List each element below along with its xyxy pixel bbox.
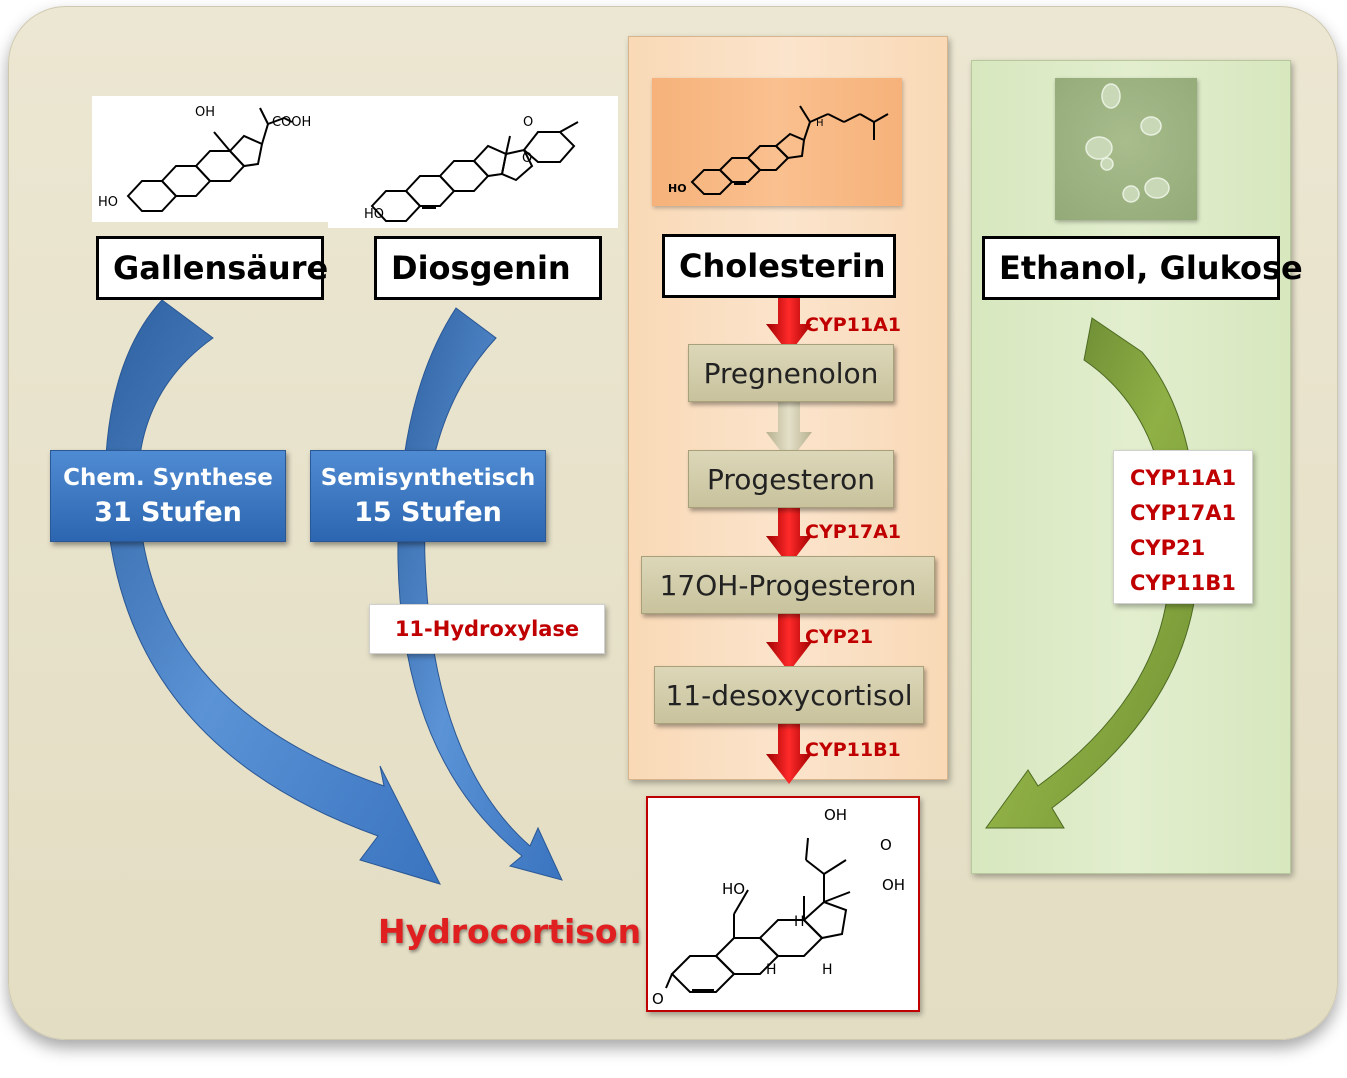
semisynthesis-box: Semisynthetisch 15 Stufen — [310, 450, 546, 542]
hc-o-keto-label: O — [880, 836, 892, 854]
chol-ho-label: HO — [668, 182, 687, 195]
hydroxylase-box: 11-Hydroxylase — [369, 604, 605, 654]
yeast-enzyme-cyp17a1: CYP17A1 — [1130, 501, 1237, 525]
hydrocortisone-structure: OH O HO OH H H H O — [646, 796, 920, 1012]
enzyme-cyp11a1: CYP11A1 — [805, 314, 901, 336]
enzyme-cyp11b1: CYP11B1 — [805, 739, 901, 761]
semisynthesis-steps: 15 Stufen — [354, 496, 502, 528]
hc-oh-17-label: OH — [882, 876, 905, 894]
yeast-enzyme-cyp21: CYP21 — [1130, 536, 1206, 560]
hc-h1-label: H — [794, 914, 805, 930]
diosgenin-label: Diosgenin — [374, 236, 602, 300]
chem-synthesis-steps: 31 Stufen — [94, 496, 242, 528]
ethanol-glucose-label: Ethanol, Glukose — [982, 236, 1303, 300]
arrow-preg-prog — [766, 402, 812, 462]
bile-oh-label: OH — [195, 105, 215, 120]
bile-acid-label: Gallensäure — [96, 236, 328, 300]
hydrocortisone-label: Hydrocortison — [378, 912, 642, 951]
bile-cooh-label: COOH — [272, 115, 311, 130]
enzyme-cyp17a1: CYP17A1 — [805, 521, 901, 543]
hc-o3-label: O — [652, 990, 664, 1008]
step-11-desoxycortisol: 11-desoxycortisol — [654, 666, 924, 724]
chem-synthesis-title: Chem. Synthese — [63, 464, 273, 491]
dios-o2-label: O — [522, 151, 532, 166]
yeast-enzyme-cyp11b1: CYP11B1 — [1130, 571, 1236, 595]
arrow-cyp11a1 — [766, 298, 812, 354]
yeast-enzyme-cyp11a1: CYP11A1 — [1130, 466, 1237, 490]
hc-ho-label: HO — [722, 880, 745, 898]
yeast-cells-image — [1055, 78, 1197, 220]
semisynthesis-title: Semisynthetisch — [320, 464, 536, 491]
bile-ho-label: HO — [98, 195, 118, 210]
hc-oh-top-label: OH — [824, 806, 847, 824]
step-17oh-progesteron: 17OH-Progesteron — [641, 556, 935, 614]
step-pregnenolon: Pregnenolon — [688, 344, 894, 402]
hc-h3-label: H — [822, 962, 833, 978]
dios-o1-label: O — [523, 115, 533, 130]
cholesterol-label: Cholesterin — [662, 234, 896, 298]
chem-synthesis-box: Chem. Synthese 31 Stufen — [50, 450, 286, 542]
diosgenin-structure: HO O O — [328, 96, 618, 228]
bile-acid-structure: HO OH COOH — [92, 96, 328, 222]
step-progesteron: Progesteron — [688, 450, 894, 508]
hc-h2-label: H — [766, 962, 777, 978]
dios-ho-label: HO — [364, 207, 384, 222]
enzyme-cyp21: CYP21 — [805, 626, 874, 648]
arrow-cyp11b1 — [766, 724, 812, 784]
arrow-cyp21 — [766, 614, 812, 672]
cholesterol-structure: HO H — [652, 78, 902, 206]
arrow-cyp17a1 — [766, 508, 812, 566]
yeast-enzymes-box: CYP11A1 CYP17A1 CYP21 CYP11B1 — [1113, 450, 1253, 604]
chol-h-label: H — [816, 118, 824, 129]
